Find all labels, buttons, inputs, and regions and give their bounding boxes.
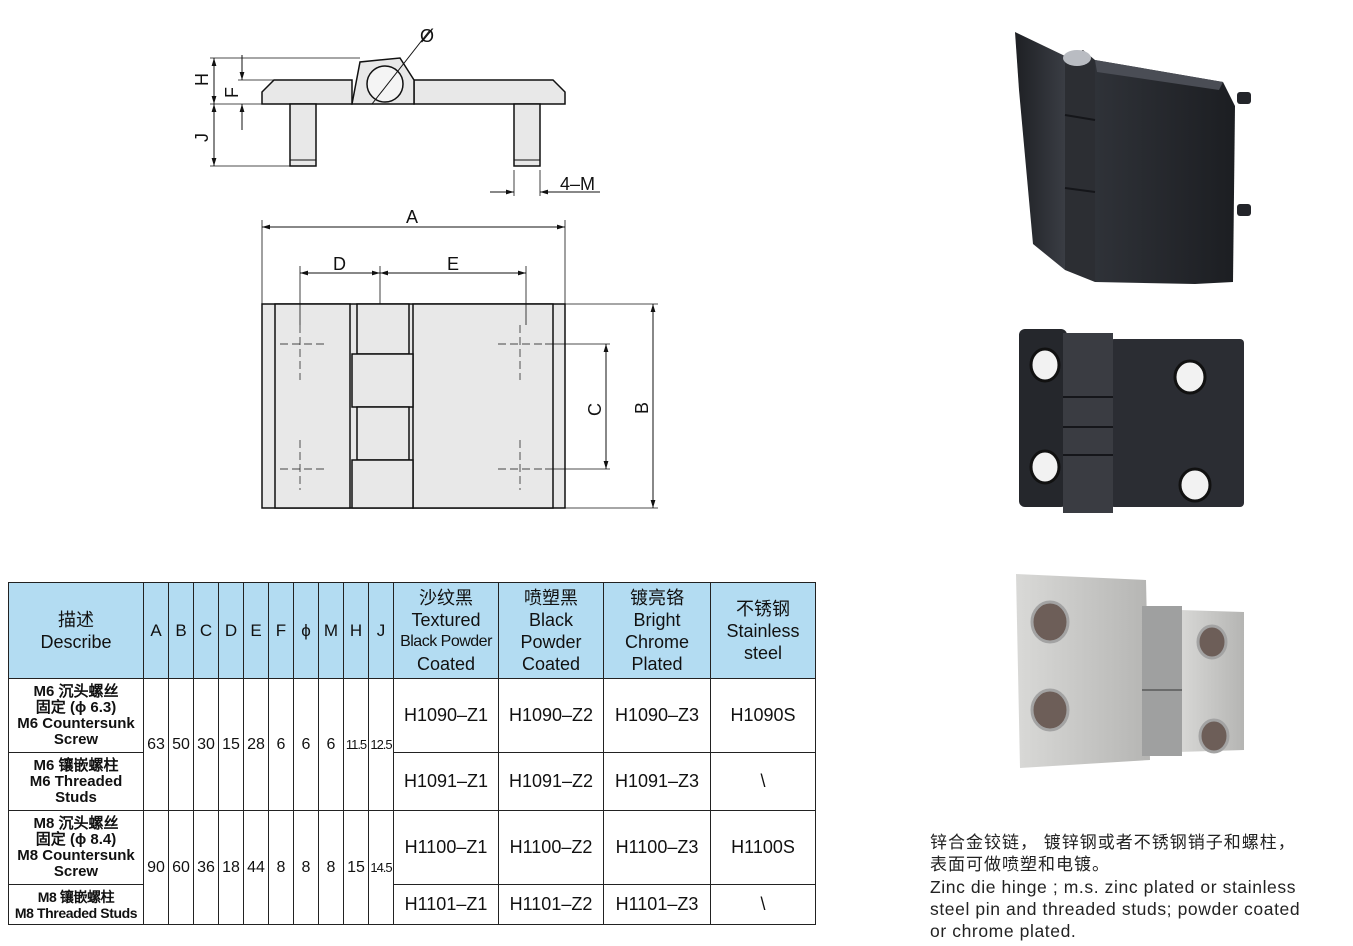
code-cell: H1100–Z1 [393,810,499,885]
code-cell: H1090–Z3 [603,678,711,753]
dim-label-b: B [632,402,652,414]
header-dim-c: C [193,582,219,679]
code-cell: \ [710,752,816,811]
note-en-line-3: or chrome plated. [930,921,1077,941]
header-finish-bright-chrome: 镀亮铬 Bright Chrome Plated [603,582,711,679]
dim-value-e: 28 [243,678,269,811]
table-row: M8 沉头螺丝 固定 (ϕ 8.4) M8 Countersunk Screw … [8,810,816,925]
header-dim-m: M [318,582,344,679]
code-cell: H1091–Z3 [603,752,711,811]
code-cell: H1101–Z1 [393,884,499,925]
header-finish-textured-black: 沙纹黑 Textured Black Powder Coated [393,582,499,679]
note-cn-line-2: 表面可做喷塑和电镀。 [930,855,1110,874]
dim-value-c: 30 [193,678,219,811]
code-cell: H1100–Z3 [603,810,711,885]
top-view [261,303,566,509]
dim-value-phi: 8 [293,810,319,925]
dim-value-e: 44 [243,810,269,925]
row-description: M6 镶嵌螺柱 M6 Threaded Studs [8,752,144,811]
dim-value-m: 8 [318,810,344,925]
header-dim-a: A [143,582,169,679]
code-cell: H1100–Z2 [498,810,604,885]
hinge-photo-stainless [1016,574,1244,768]
table-row: M6 沉头螺丝 固定 (ϕ 6.3) M6 Countersunk Screw … [8,678,816,811]
code-cell: H1101–Z2 [498,884,604,925]
header-dim-j: J [368,582,394,679]
row-description: M8 沉头螺丝 固定 (ϕ 8.4) M8 Countersunk Screw [8,810,144,885]
dim-label-a: A [406,207,418,227]
note-en-line-1: Zinc die hinge ; m.s. zinc plated or sta… [930,877,1297,897]
spec-table: 描述 Describe A B C D E F ϕ M H J 沙纹黑 Text… [8,582,816,925]
header-dim-phi: ϕ [293,582,319,679]
dim-value-h: 11.5 [343,678,369,811]
header-dim-h: H [343,582,369,679]
dim-value-m: 6 [318,678,344,811]
dim-value-h: 15 [343,810,369,925]
dim-label-h: H [192,73,212,86]
dim-value-j: 14.5 [368,810,394,925]
code-cell: H1090–Z2 [498,678,604,753]
dim-value-a: 90 [143,810,169,925]
code-cell: H1101–Z3 [603,884,711,925]
header-dim-b: B [168,582,194,679]
table-row: M6 镶嵌螺柱 M6 Threaded Studs H1091–Z1 H1091… [8,752,816,811]
dim-value-f: 8 [268,810,294,925]
header-dim-f: F [268,582,294,679]
dim-value-a: 63 [143,678,169,811]
header-finish-black-powder: 喷塑黑 Black Powder Coated [498,582,604,679]
row-description: M6 沉头螺丝 固定 (ϕ 6.3) M6 Countersunk Screw [8,678,144,753]
dim-label-e: E [447,254,459,274]
dim-label-f: F [222,87,242,98]
table-header-row: 描述 Describe A B C D E F ϕ M H J 沙纹黑 Text… [8,582,816,679]
dim-label-j: J [192,133,212,142]
hinge-photo-black-powder [1019,329,1244,513]
dim-label-phi: Ø [420,26,434,46]
describe-header: 描述 Describe [8,582,144,679]
product-note: 锌合金铰链， 镀锌钢或者不锈钢销子和螺柱， 表面可做喷塑和电镀。 Zinc di… [930,832,1350,942]
dim-label-m: 4–M [560,174,595,194]
note-en-line-2: steel pin and threaded studs; powder coa… [930,899,1301,919]
dim-value-b: 50 [168,678,194,811]
code-cell: H1090S [710,678,816,753]
dim-label-d: D [333,254,346,274]
code-cell: H1091–Z2 [498,752,604,811]
header-finish-stainless: 不锈钢 Stainless steel [710,582,816,679]
dim-value-b: 60 [168,810,194,925]
hinge-photo-textured-black [1015,32,1251,284]
code-cell: \ [710,884,816,925]
header-dim-e: E [243,582,269,679]
code-cell: H1100S [710,810,816,885]
dim-value-j: 12.5 [368,678,394,811]
row-description: M8 镶嵌螺柱 M8 Threaded Studs [8,884,144,925]
code-cell: H1091–Z1 [393,752,499,811]
technical-drawing: Ø H F J 4–M [192,26,658,509]
dim-value-d: 18 [218,810,244,925]
code-cell: H1090–Z1 [393,678,499,753]
header-dim-d: D [218,582,244,679]
dim-value-d: 15 [218,678,244,811]
dim-value-c: 36 [193,810,219,925]
side-view [261,57,566,167]
dim-value-f: 6 [268,678,294,811]
note-cn-line-1: 锌合金铰链， 镀锌钢或者不锈钢销子和螺柱， [930,833,1296,852]
table-row: M8 镶嵌螺柱 M8 Threaded Studs H1101–Z1 H1101… [8,884,816,925]
dim-label-c: C [585,403,605,416]
dim-value-phi: 6 [293,678,319,811]
